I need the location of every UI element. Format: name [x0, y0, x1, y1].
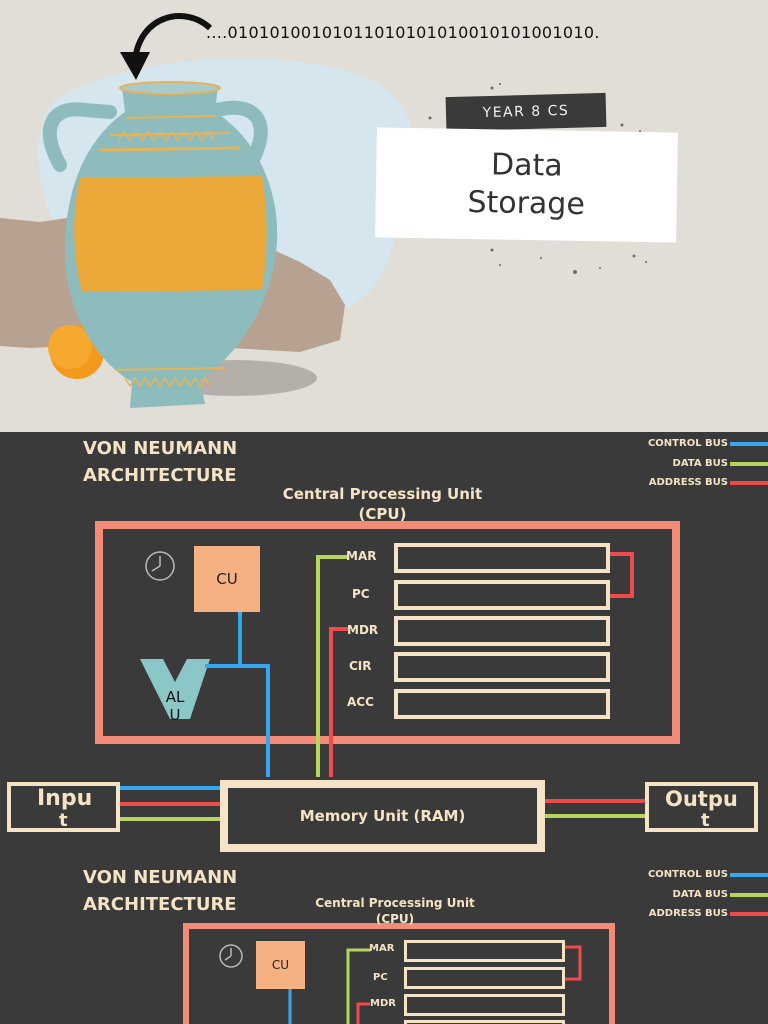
register-box-cir	[394, 652, 610, 682]
alu-shape	[140, 659, 210, 719]
register-box-mdr	[394, 616, 610, 646]
register-box-acc	[394, 689, 610, 719]
arrow-icon	[132, 13, 213, 61]
register-label-mdr-2: MDR	[370, 998, 396, 1009]
control-unit: CU	[194, 546, 260, 612]
register-label-mdr: MDR	[347, 623, 379, 637]
cpu-border	[95, 521, 680, 744]
control-unit-2: CU	[256, 941, 305, 989]
legend-control-bus-2: CONTROL BUS	[647, 869, 728, 880]
register-label-mar-2: MAR	[369, 943, 395, 954]
legend-address-bus-2: ADDRESS BUS	[648, 908, 728, 919]
title-slide: ....01010100101011010101010010101001010.…	[0, 0, 768, 432]
cpu-title: Central Processing Unit (CPU)	[282, 485, 483, 523]
vase-illustration	[0, 13, 647, 408]
input-box: Inpu t	[7, 782, 120, 832]
register-box-pc	[394, 580, 610, 610]
register-label-mar: MAR	[346, 549, 377, 563]
vase-handle-right	[198, 100, 268, 172]
vase-band	[74, 176, 267, 292]
output-box: Outpu t	[645, 782, 758, 832]
register-box-mdr-2	[404, 994, 565, 1016]
legend-control-bus: CONTROL BUS	[647, 438, 728, 449]
decorative-dots	[428, 83, 647, 274]
cpu-title-2: Central Processing Unit (CPU)	[315, 896, 475, 926]
title-card: Data Storage	[375, 127, 678, 243]
register-box-cir-2	[404, 1020, 565, 1024]
legend-address-bus: ADDRESS BUS	[648, 477, 728, 488]
register-box-pc-2	[404, 967, 565, 989]
register-box-mar	[394, 543, 610, 573]
clock-icon	[145, 551, 175, 581]
register-label-acc: ACC	[347, 695, 374, 709]
cpu-border-2	[183, 923, 615, 1024]
year-tag: YEAR 8 CS	[445, 92, 607, 132]
legend-data-bus: DATA BUS	[672, 458, 728, 469]
bus-wires	[95, 442, 768, 1024]
register-label-cir: CIR	[349, 659, 372, 673]
diagram-heading-2: VON NEUMANN ARCHITECTURE	[83, 867, 238, 915]
register-label-pc: PC	[352, 587, 370, 601]
binary-text: ....01010100101011010101010010101001010.	[206, 23, 600, 42]
architecture-slide: VON NEUMANN ARCHITECTURE CONTROL BUS DAT…	[0, 432, 768, 1024]
alu-label: AL U	[165, 688, 185, 724]
clock-icon-2	[219, 944, 243, 968]
register-box-mar-2	[404, 940, 565, 962]
register-label-pc-2: PC	[373, 972, 388, 983]
vase-handle-left	[42, 102, 117, 172]
legend-data-bus-2: DATA BUS	[672, 889, 728, 900]
memory-unit: Memory Unit (RAM)	[220, 780, 545, 852]
diagram-heading: VON NEUMANN ARCHITECTURE	[83, 438, 238, 486]
page-title: Data Storage	[467, 147, 586, 223]
